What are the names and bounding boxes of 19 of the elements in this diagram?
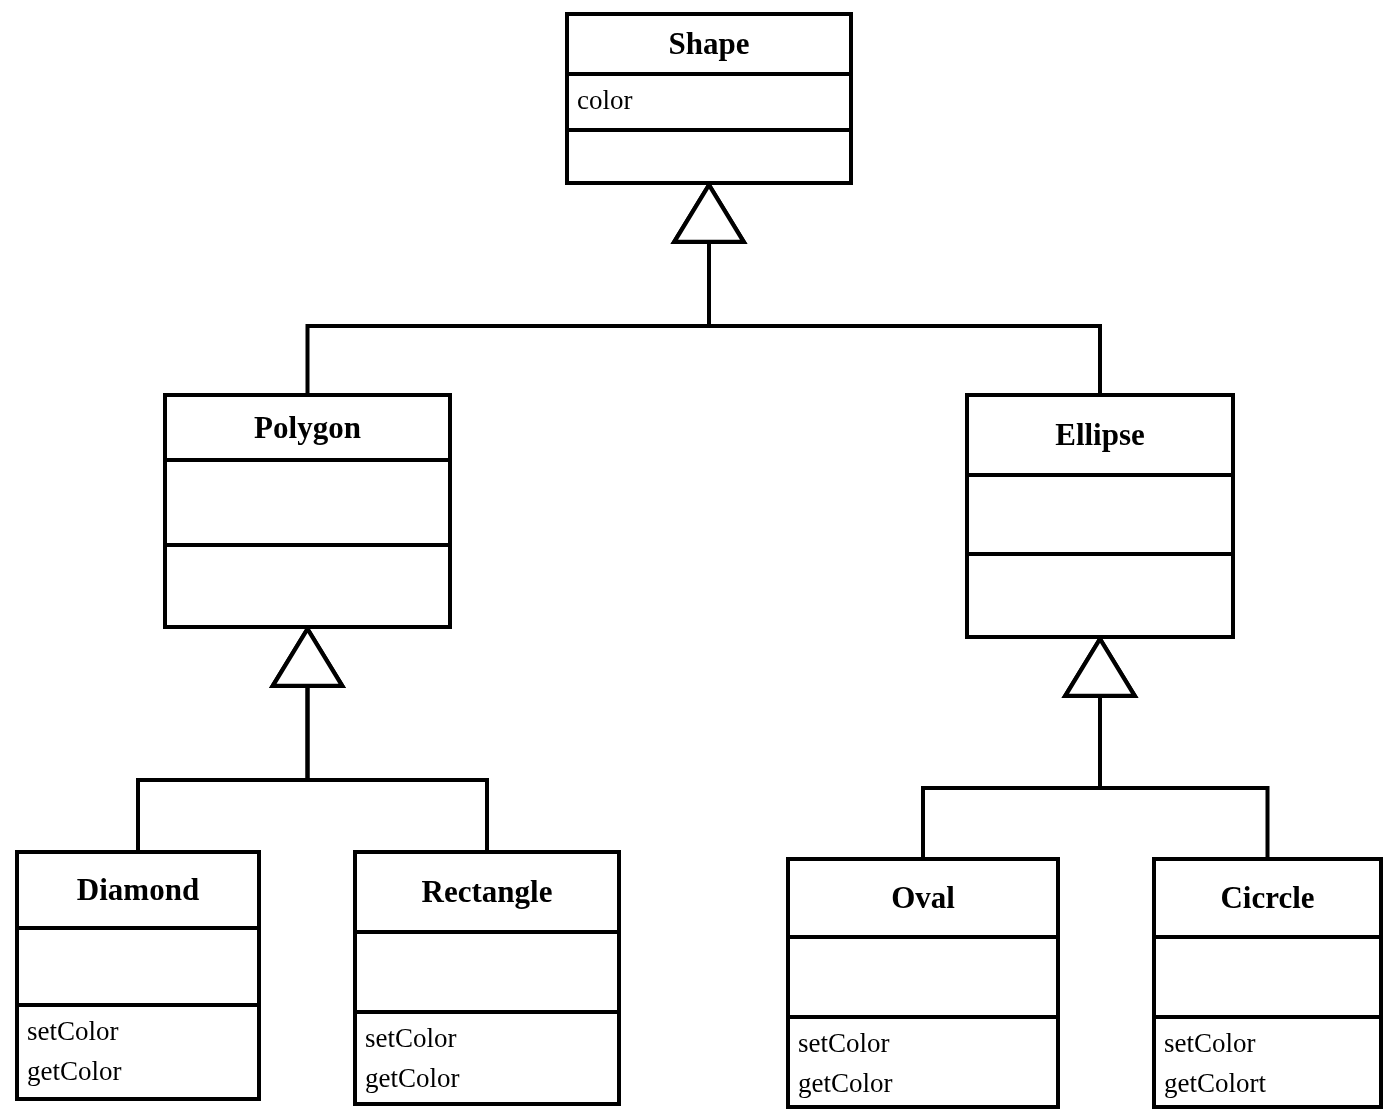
class-name: Cicrcle <box>1219 879 1316 917</box>
method-list: setColor getColort <box>1164 1023 1266 1103</box>
attribute-text: color <box>577 84 633 117</box>
class-box <box>353 850 621 1106</box>
class-name: Ellipse <box>1054 416 1146 454</box>
method-list: setColor getColor <box>27 1011 122 1091</box>
class-box <box>15 850 261 1101</box>
class-name: Diamond <box>75 871 201 909</box>
class-name: Oval <box>890 879 956 917</box>
class-box <box>786 857 1060 1109</box>
method-list: setColor getColor <box>365 1018 460 1098</box>
class-box <box>1152 857 1383 1109</box>
class-box <box>163 393 452 629</box>
class-box <box>565 12 853 185</box>
class-box <box>965 393 1235 639</box>
method-list: setColor getColor <box>798 1023 893 1103</box>
class-name: Polygon <box>253 408 362 447</box>
class-name: Shape <box>667 25 751 63</box>
class-name: Rectangle <box>420 873 554 911</box>
